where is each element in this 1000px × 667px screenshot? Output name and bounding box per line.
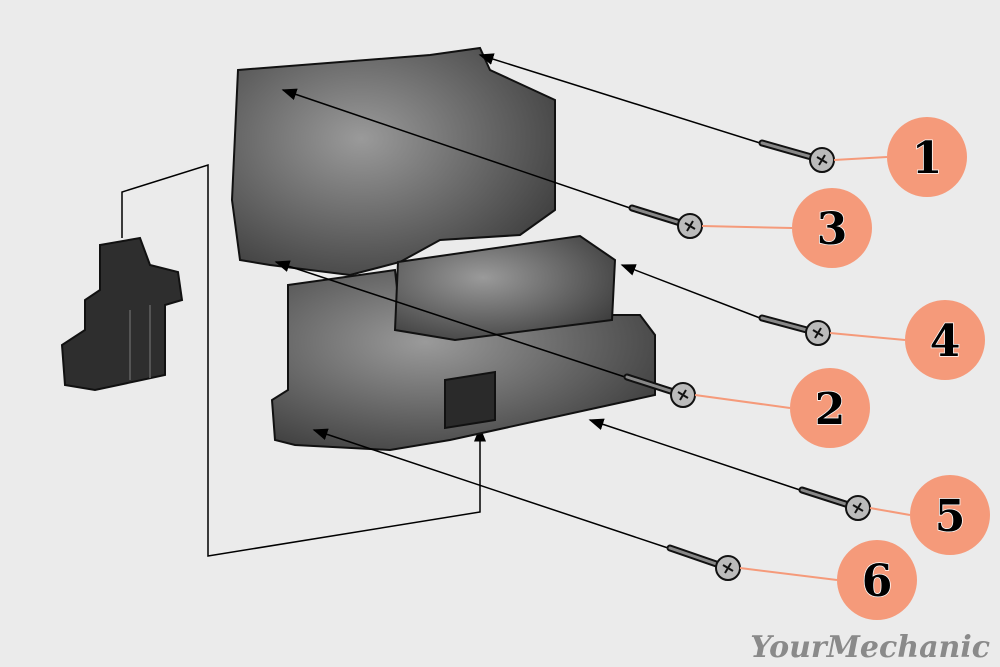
callout-3: 3 [701, 188, 872, 268]
callout-4: 4 [829, 300, 985, 380]
screw-6 [666, 544, 741, 581]
screw-1 [758, 139, 835, 173]
bracket-leader-line [121, 163, 486, 557]
callout-number: 6 [862, 556, 893, 607]
callout-1: 1 [833, 117, 967, 197]
callout-2: 2 [694, 368, 870, 448]
screw-4 [758, 314, 831, 346]
callout-5: 5 [869, 475, 990, 555]
callout-number: 3 [817, 204, 848, 255]
screw-3 [628, 204, 703, 239]
arrows [274, 53, 801, 549]
screw-5 [798, 486, 871, 521]
yourmechanic-logo: YourMechanic [750, 630, 990, 665]
callout-number: 5 [935, 491, 966, 542]
mounting-bracket [60, 236, 184, 392]
callout-6: 6 [739, 540, 917, 620]
callout-number: 4 [930, 316, 961, 367]
callout-number: 2 [815, 384, 846, 435]
abs-module [230, 46, 656, 452]
callout-number: 1 [912, 133, 943, 184]
